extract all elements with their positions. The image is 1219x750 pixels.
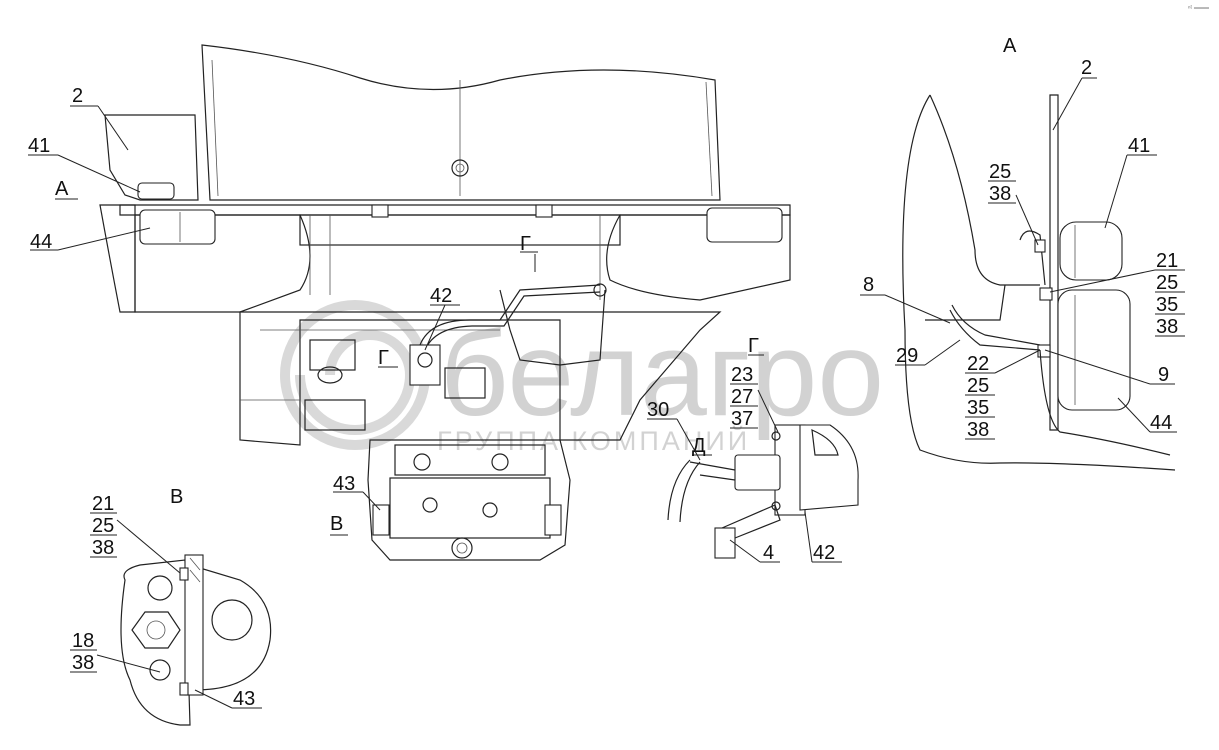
main-view-leaders — [28, 105, 712, 536]
corner-mark: ⁿᵗ ═══ — [1188, 5, 1209, 12]
callout-a-38: 38 — [989, 183, 1011, 205]
view-g-labels: Г 23 27 37 30 4 42 — [647, 335, 835, 564]
view-a-labels: А 2 41 25 38 21 25 35 38 8 29 22 25 35 3… — [863, 35, 1178, 441]
callout-main-2: 2 — [72, 85, 83, 107]
callout-a-29: 29 — [896, 345, 918, 367]
callout-a-41: 41 — [1128, 135, 1150, 157]
callout-g-42: 42 — [813, 542, 835, 564]
callout-v-25: 25 — [92, 515, 114, 537]
main-view-frame — [99, 44, 791, 561]
callout-a-44: 44 — [1150, 412, 1172, 434]
callout-a-22: 22 — [967, 353, 989, 375]
callout-g-4: 4 — [763, 542, 774, 564]
section-label-main-g2: Г — [378, 347, 389, 369]
callout-v-38: 38 — [92, 537, 114, 559]
callout-g-30: 30 — [647, 399, 669, 421]
callout-v-43: 43 — [233, 688, 255, 710]
view-v-leaders — [70, 512, 262, 709]
view-g-drawing — [667, 424, 859, 559]
view-v-labels: В 21 25 38 18 38 43 — [72, 486, 255, 710]
callout-v-21: 21 — [92, 493, 114, 515]
callout-main-44: 44 — [30, 231, 52, 253]
callout-g-37: 37 — [731, 408, 753, 430]
section-label-main-g: Г — [520, 233, 531, 255]
section-label-main-d: Д — [692, 435, 706, 457]
callout-a-38b: 38 — [1156, 316, 1178, 338]
view-title-v: В — [170, 486, 183, 508]
callout-a-25c: 25 — [967, 375, 989, 397]
section-label-main-v: В — [330, 513, 343, 535]
callout-a-2: 2 — [1081, 57, 1092, 79]
view-g-leaders — [647, 354, 842, 563]
callout-g-27: 27 — [731, 386, 753, 408]
view-title-g: Г — [748, 335, 759, 357]
callout-a-35c: 35 — [967, 397, 989, 419]
section-label-main-a: А — [55, 178, 69, 200]
view-v-drawing — [120, 554, 272, 726]
callout-main-41: 41 — [28, 135, 50, 157]
callout-g-23: 23 — [731, 364, 753, 386]
view-a-drawing — [902, 94, 1176, 471]
callout-main-43: 43 — [333, 473, 355, 495]
view-title-a: А — [1003, 35, 1017, 57]
callout-v-38b: 38 — [72, 652, 94, 674]
callout-a-35: 35 — [1156, 294, 1178, 316]
callout-a-25: 25 — [989, 161, 1011, 183]
callout-a-8: 8 — [863, 274, 874, 296]
view-a-leaders — [860, 77, 1185, 440]
callout-a-25b: 25 — [1156, 272, 1178, 294]
callout-a-9: 9 — [1158, 364, 1169, 386]
callout-v-18: 18 — [72, 630, 94, 652]
callout-a-38c: 38 — [967, 419, 989, 441]
callout-a-21: 21 — [1156, 250, 1178, 272]
callout-main-42: 42 — [430, 285, 452, 307]
